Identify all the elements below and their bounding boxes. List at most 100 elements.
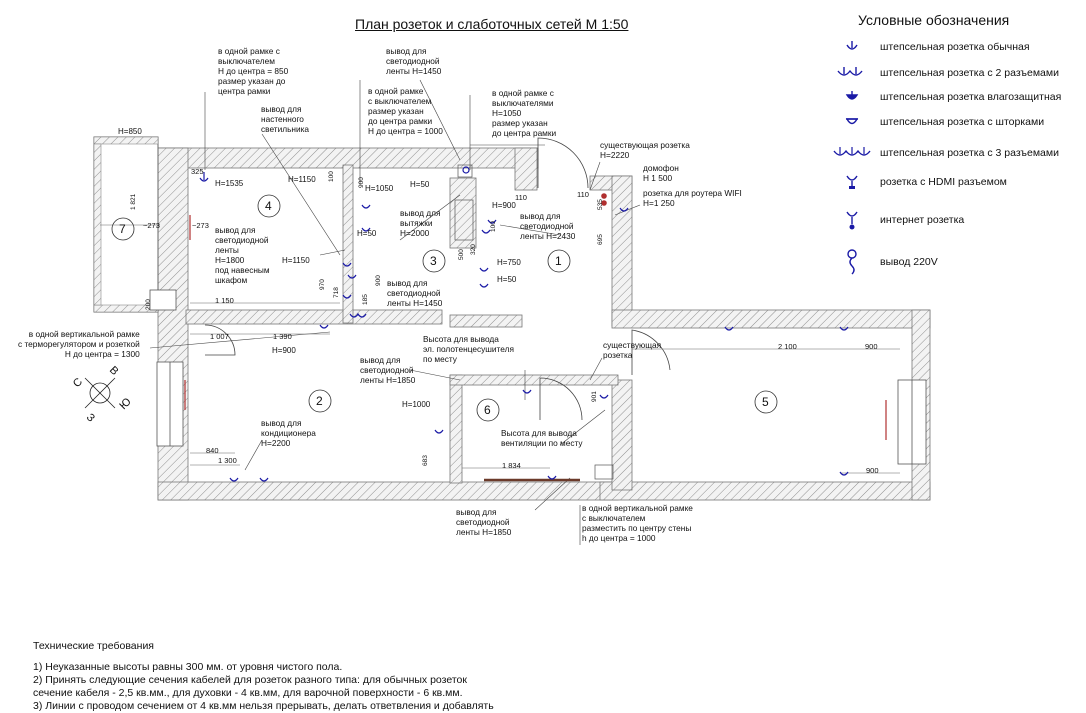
socket-waterproof-icon <box>832 87 872 107</box>
legend-label: штепсельная розетка обычная <box>880 41 1030 53</box>
dimension-label: 100 <box>328 171 335 182</box>
height-label: Н=1150 <box>282 256 310 265</box>
note-hood: вывод для вытяжки Н=2000 <box>400 208 441 238</box>
door-arcs <box>204 137 671 421</box>
socket-shutter-icon <box>832 112 872 132</box>
dimension-label: 900 <box>865 342 878 351</box>
note-intercom: домофон Н 1 500 <box>643 163 679 183</box>
dimension-label: 1 390 <box>273 332 292 341</box>
legend-item-hdmi-socket: розетка с HDMI разъемом <box>832 172 1007 192</box>
room-number-4: 4 <box>265 199 272 213</box>
dimension-label: 500 <box>458 249 465 260</box>
height-label: Н=1000 <box>402 400 431 409</box>
note-led-1850-mid: вывод для светодиодной ленты Н=1850 <box>360 355 416 385</box>
tech-requirement-line: 2) Принять следующие сечения кабелей для… <box>33 674 467 686</box>
tech-requirements-title: Технические требования <box>33 640 154 652</box>
dimension-label: ~273 <box>192 221 209 230</box>
page-title: План розеток и слаботочных сетей М 1:50 <box>355 16 629 32</box>
height-label: Н=900 <box>272 346 296 355</box>
windows <box>149 289 927 465</box>
dimension-label: 200 <box>145 299 152 310</box>
note-led-2430: вывод для светодиодной ленты Н=2430 <box>520 211 576 241</box>
dimension-label: 100 <box>490 221 497 232</box>
note-led-1450-mid: вывод для светодиодной ленты Н=1450 <box>387 278 443 308</box>
dimension-label: 110 <box>577 190 589 199</box>
dimension-label: 900 <box>375 275 382 286</box>
room-number-3: 3 <box>430 254 437 268</box>
dimension-label: 970 <box>319 279 326 290</box>
note-towel-dryer: Высота для вывода эл. полотенцесушителя … <box>423 334 514 364</box>
kitchen-furniture <box>454 164 614 482</box>
tech-requirement-line: сечение кабеля - 2,5 кв.мм., для духовки… <box>33 687 463 699</box>
dimension-label: 1 300 <box>218 456 237 465</box>
height-label: Н=850 <box>118 127 142 136</box>
height-label: Н=750 <box>497 258 521 267</box>
dimension-label: 185 <box>362 294 369 305</box>
height-label: Н=1535 <box>215 179 244 188</box>
dimension-label: 718 <box>333 287 340 298</box>
room-number-6: 6 <box>484 403 491 417</box>
legend-label: вывод 220V <box>880 256 938 268</box>
legend-label: интернет розетка <box>880 214 965 226</box>
height-label: Н=1150 <box>288 175 316 184</box>
legend-label: штепсельная розетка с 3 разъемами <box>880 147 1059 159</box>
dimension-label: 695 <box>597 234 604 245</box>
note-existing-socket-top: существующая розетка Н=2220 <box>600 140 690 160</box>
note-air-conditioner: вывод для кондиционера Н=2200 <box>261 418 316 448</box>
dimension-label: 325 <box>191 167 204 176</box>
dimension-label: 1 821 <box>130 193 137 210</box>
height-label: Н=50 <box>410 180 430 189</box>
legend-item-socket-triple: штепсельная розетка с 3 разъемами <box>832 143 1059 163</box>
room-number-7: 7 <box>119 222 126 236</box>
legend-item-socket-double: штепсельная розетка с 2 разъемами <box>832 63 1059 83</box>
room-number-5: 5 <box>762 395 769 409</box>
radiators <box>184 215 887 440</box>
room-number-1: 1 <box>555 254 562 268</box>
legend-title: Условные обозначения <box>858 12 1010 28</box>
dimension-label: 2 100 <box>778 342 797 351</box>
height-label: Н=900 <box>492 201 516 210</box>
legend-label: штепсельная розетка с 2 разъемами <box>880 67 1059 79</box>
tech-requirement-line: 1) Неуказанные высоты равны 300 мм. от у… <box>33 661 343 673</box>
internet-socket-icon <box>832 210 872 230</box>
dimension-label: 683 <box>422 455 429 466</box>
note-wall-lamp: вывод для настенного светильника <box>261 104 310 134</box>
compass-rose <box>84 377 116 409</box>
room-number-2: 2 <box>316 394 323 408</box>
legend-item-internet-socket: интернет розетка <box>832 210 964 230</box>
dimension-label: 900 <box>866 466 879 475</box>
legend-label: штепсельная розетка влагозащитная <box>880 91 1062 103</box>
note-thermostat: в одной вертикальной рамке с терморегуля… <box>18 329 140 359</box>
walls <box>157 147 931 501</box>
legend-label: штепсельная розетка с шторками <box>880 116 1045 128</box>
note-led-1800: вывод для светодиодной ленты Н=1800 под … <box>215 225 270 285</box>
hdmi-socket-icon <box>832 172 872 192</box>
legend-label: розетка с HDMI разъемом <box>880 176 1007 188</box>
note-ventilation: Высота для вывода вентиляции по месту <box>501 428 583 448</box>
note-frame-switch-vertical: в одной вертикальной рамке с выключателе… <box>582 503 693 543</box>
socket-double-icon <box>832 63 872 83</box>
note-frame-switches-1050: в одной рамке с выключателями Н=1050 раз… <box>492 88 557 138</box>
dimension-label: 1 007 <box>210 332 229 341</box>
leader-lines <box>149 79 641 545</box>
dimension-label: 901 <box>591 391 598 402</box>
note-led-1850-bottom: вывод для светодиодной ленты Н=1850 <box>456 507 512 537</box>
dimension-label: 535 <box>597 199 604 210</box>
dimension-label: 110 <box>515 193 527 202</box>
outlet-220v-icon <box>832 249 872 275</box>
dimension-label: 1 150 <box>215 296 234 305</box>
legend-item-outlet-220v: вывод 220V <box>832 249 938 275</box>
note-led-1450-top: вывод для светодиодной ленты Н=1450 <box>386 46 442 76</box>
dimension-label: 320 <box>470 244 477 255</box>
dimension-label: 840 <box>206 446 219 455</box>
balcony <box>93 136 159 313</box>
note-frame-switch-850: в одной рамке с выключателем Н до центра… <box>218 46 289 96</box>
dimension-label: 1 834 <box>502 461 521 470</box>
legend-item-socket-shutter: штепсельная розетка с шторками <box>832 112 1044 132</box>
dimension-label: 900 <box>358 177 365 188</box>
height-label: Н=50 <box>497 275 517 284</box>
dimension-label: ~273 <box>143 221 160 230</box>
note-existing-socket-mid: существующая розетка <box>603 340 662 360</box>
socket-single-icon <box>832 37 872 57</box>
